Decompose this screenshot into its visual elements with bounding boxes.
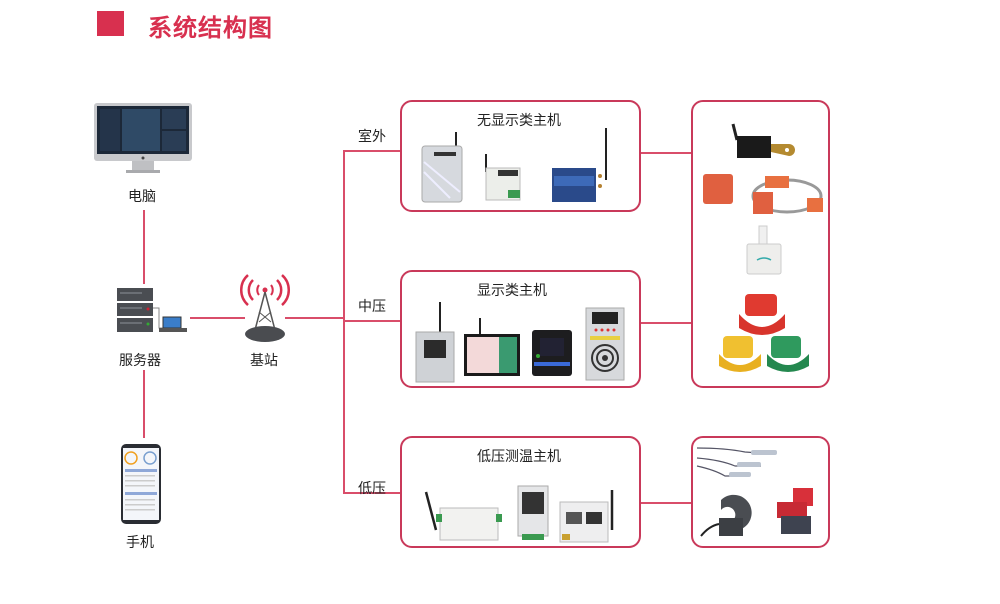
- radio-tower-icon: [239, 274, 291, 342]
- wireless-router-icon: [552, 128, 607, 202]
- wireless-box-icon: [424, 491, 502, 541]
- desktop-monitor-icon: [94, 103, 192, 173]
- computer-label: 电脑: [128, 189, 156, 205]
- sensor-group-lower: [691, 436, 830, 548]
- connector-box1-sensors: [640, 152, 692, 154]
- branch-label-low: 低压: [358, 481, 386, 497]
- branch-label-outdoor: 室外: [358, 129, 386, 145]
- connector-computer-server: [143, 210, 145, 284]
- server-label: 服务器: [119, 353, 161, 369]
- meter-display-icon: [532, 330, 572, 376]
- host-group-display: 显示类主机: [400, 270, 641, 388]
- connector-station-bus: [285, 317, 345, 319]
- branch-line-outdoor: [343, 150, 401, 152]
- busbar-wireless-sensor-icon: [731, 123, 795, 158]
- host-group-title: 无显示类主机: [477, 113, 561, 129]
- sensor-group-upper: [691, 100, 830, 388]
- phone-label: 手机: [126, 535, 154, 551]
- connector-box2-sensors: [640, 322, 692, 324]
- wall-sensor-icon: [746, 225, 782, 275]
- probe-wire-sensors-icon: [696, 447, 777, 477]
- outdoor-gateway-icon: [421, 132, 463, 203]
- host-group-no-display: 无显示类主机: [400, 100, 641, 212]
- branch-line-low: [343, 492, 401, 494]
- branch-line-medium: [343, 320, 401, 322]
- din-rail-module-icon: [485, 154, 521, 201]
- green-clip-sensor-icon: [767, 336, 809, 372]
- base-station-label: 基站: [250, 353, 278, 369]
- clamp-band-sensor-icon: [703, 174, 823, 214]
- branch-label-medium: 中压: [358, 299, 386, 315]
- touchscreen-display-icon: [464, 318, 520, 376]
- page-title: 系统结构图: [148, 14, 273, 42]
- din-meter-with-antenna-icon: [559, 490, 614, 543]
- red-clamp-sensor-icon: [777, 488, 813, 534]
- connector-server-phone: [143, 370, 145, 438]
- connector-box3-sensors: [640, 502, 692, 504]
- host-group-title: 低压测温主机: [477, 449, 561, 465]
- server-rack-icon: [117, 288, 187, 332]
- panel-display-icon: [415, 302, 455, 383]
- dehumidifier-unit-icon: [585, 307, 625, 381]
- din-rail-collector-icon: [517, 485, 549, 540]
- red-clip-sensor-icon: [739, 294, 785, 335]
- host-group-low-voltage: 低压测温主机: [400, 436, 641, 548]
- title-marker: [97, 11, 124, 36]
- yellow-clip-sensor-icon: [719, 336, 761, 372]
- smartphone-icon: [121, 444, 161, 524]
- vertical-bus: [343, 150, 345, 494]
- host-group-title: 显示类主机: [477, 283, 547, 299]
- connector-server-station: [190, 317, 245, 319]
- split-core-ct-icon: [700, 494, 752, 537]
